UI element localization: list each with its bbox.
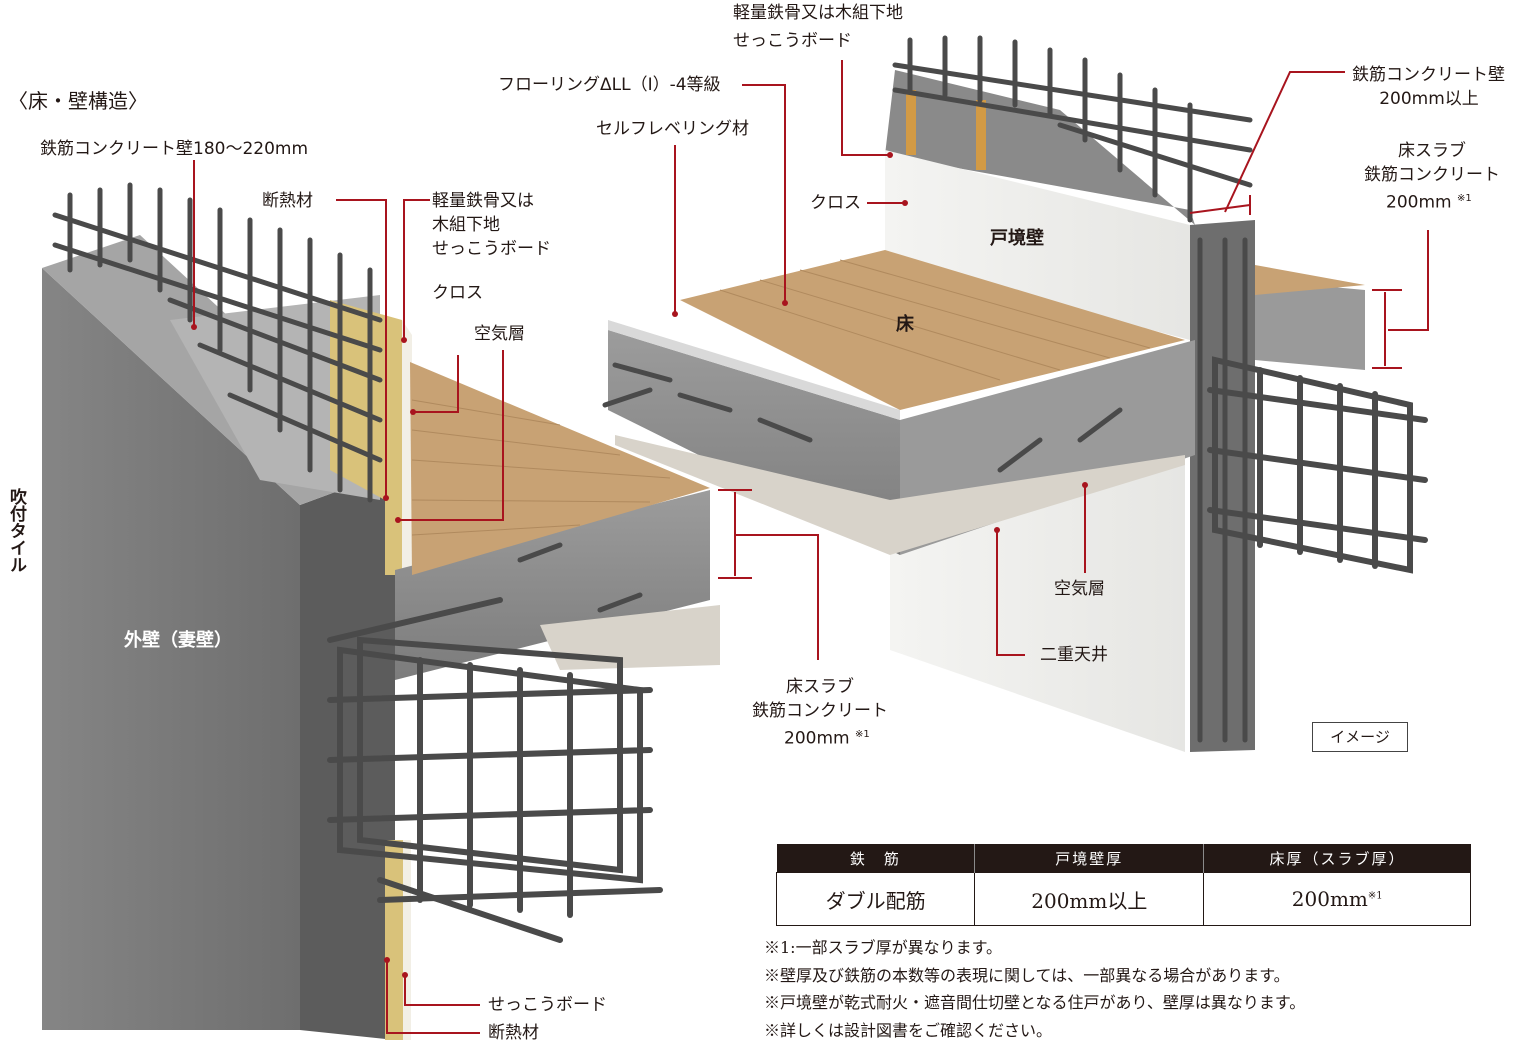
label-sprayed-tile: 吹付タイル bbox=[6, 488, 26, 573]
note-1: ※1:一部スラブ厚が異なります。 bbox=[764, 938, 1002, 957]
cell-slab-thickness: 200mm※1 bbox=[1203, 872, 1471, 926]
section-title: 〈床・壁構造〉 bbox=[8, 89, 148, 113]
label-slab-mid-2: 鉄筋コンクリート bbox=[752, 701, 888, 721]
gypsum-strip bbox=[402, 320, 412, 575]
note-2: ※壁厚及び鉄筋の本数等の表現に関しては、一部異なる場合があります。 bbox=[764, 965, 1290, 985]
image-badge: イメージ bbox=[1312, 722, 1408, 752]
cell-slab-note: ※1 bbox=[1367, 890, 1383, 902]
slab-mid-note-mark: ※1 bbox=[854, 729, 870, 740]
left-wall-rebar bbox=[52, 182, 383, 503]
boundary-wall-face bbox=[885, 150, 1190, 340]
left-beam-rebar bbox=[327, 597, 663, 943]
cell-wall-thickness: 200mm以上 bbox=[974, 872, 1205, 926]
label-cloth-right: クロス bbox=[810, 193, 861, 213]
left-flooring bbox=[410, 362, 710, 575]
leader-dots bbox=[191, 152, 1088, 978]
label-cloth-left: クロス bbox=[432, 283, 483, 303]
cell-slab-value: 200mm bbox=[1291, 887, 1368, 911]
notes: ※1:一部スラブ厚が異なります。 ※壁厚及び鉄筋の本数等の表現に関しては、一部異… bbox=[764, 934, 1305, 1044]
right-beam-rebar bbox=[1207, 356, 1428, 574]
back-wall-concrete bbox=[885, 70, 1195, 225]
adjacent-flooring bbox=[1255, 265, 1365, 295]
exterior-wall-face bbox=[42, 268, 300, 1030]
slab-right-3-value: 200mm bbox=[1386, 192, 1452, 213]
cell-rebar: ダブル配筋 bbox=[775, 872, 976, 926]
spec-table: 鉄 筋 戸境壁厚 床厚（スラブ厚） ダブル配筋 200mm以上 200mm※1 bbox=[775, 844, 1471, 926]
label-floor: 床 bbox=[896, 314, 914, 335]
leader-lines bbox=[193, 60, 1429, 1034]
self-leveling-layer bbox=[608, 320, 900, 420]
label-air-layer-left: 空気層 bbox=[474, 324, 525, 344]
left-ceiling bbox=[540, 605, 720, 670]
lower-insulation bbox=[385, 840, 403, 1040]
label-gypsum-bottom: せっこうボード bbox=[488, 995, 607, 1015]
header-slab-thickness: 床厚（スラブ厚） bbox=[1203, 844, 1471, 873]
label-flooring: フローリングΔLL（I）-4等級 bbox=[498, 75, 721, 95]
label-steel-frame-left-2: 木組下地 bbox=[432, 215, 500, 235]
label-slab-right-3: 200mm ※1 bbox=[1386, 188, 1472, 214]
label-slab-right-2: 鉄筋コンクリート bbox=[1364, 165, 1500, 185]
slab-dowels bbox=[517, 362, 1123, 613]
header-rebar: 鉄 筋 bbox=[776, 844, 975, 873]
label-slab-mid-1: 床スラブ bbox=[786, 677, 854, 697]
slab-right-note-mark: ※1 bbox=[1456, 193, 1472, 204]
note-4: ※詳しくは設計図書をご確認ください。 bbox=[764, 1020, 1053, 1040]
label-rc-wall-right-1: 鉄筋コンクリート壁 bbox=[1352, 65, 1505, 85]
label-rc-wall-right-2: 200mm以上 bbox=[1379, 89, 1479, 109]
exterior-wall-side bbox=[300, 470, 395, 1040]
label-steel-frame-top-1: 軽量鉄骨又は木組下地 bbox=[733, 3, 903, 23]
label-steel-frame-left-3: せっこうボード bbox=[432, 239, 551, 259]
label-slab-right-1: 床スラブ bbox=[1398, 141, 1466, 161]
left-flooring-lines bbox=[411, 399, 671, 536]
spec-table-header: 鉄 筋 戸境壁厚 床厚（スラブ厚） bbox=[776, 844, 1471, 873]
label-rc-wall-left: 鉄筋コンクリート壁180〜220mm bbox=[40, 139, 309, 159]
left-model bbox=[42, 182, 720, 1040]
label-self-leveling: セルフレベリング材 bbox=[596, 119, 749, 139]
table-row: ダブル配筋 200mm以上 200mm※1 bbox=[775, 872, 1471, 926]
label-double-ceiling: 二重天井 bbox=[1040, 645, 1108, 665]
stud-1 bbox=[906, 90, 916, 155]
right-ceiling bbox=[615, 435, 1185, 555]
label-exterior-wall: 外壁（妻壁） bbox=[124, 630, 232, 651]
label-steel-frame-left-1: 軽量鉄骨又は bbox=[432, 191, 534, 211]
right-model bbox=[517, 35, 1428, 752]
label-insulation-top: 断熱材 bbox=[262, 191, 313, 211]
right-wall-rebar bbox=[892, 35, 1253, 743]
lower-gypsum bbox=[403, 840, 411, 1040]
stud-2 bbox=[976, 100, 986, 170]
label-boundary-wall: 戸境壁 bbox=[990, 228, 1044, 249]
right-flooring-lines bbox=[719, 259, 1151, 381]
label-slab-mid-3: 200mm ※1 bbox=[784, 724, 870, 750]
header-wall-thickness: 戸境壁厚 bbox=[974, 844, 1204, 873]
left-slab-side bbox=[395, 490, 710, 680]
adjacent-slab bbox=[1255, 280, 1365, 370]
slab-mid-3-value: 200mm bbox=[784, 728, 850, 749]
label-insulation-bottom: 断熱材 bbox=[488, 1023, 539, 1043]
label-steel-frame-top-2: せっこうボード bbox=[733, 31, 852, 51]
note-3: ※戸境壁が乾式耐火・遮音間仕切壁となる住戸があり、壁厚は異なります。 bbox=[764, 993, 1306, 1012]
label-air-layer-right: 空気層 bbox=[1054, 579, 1105, 599]
